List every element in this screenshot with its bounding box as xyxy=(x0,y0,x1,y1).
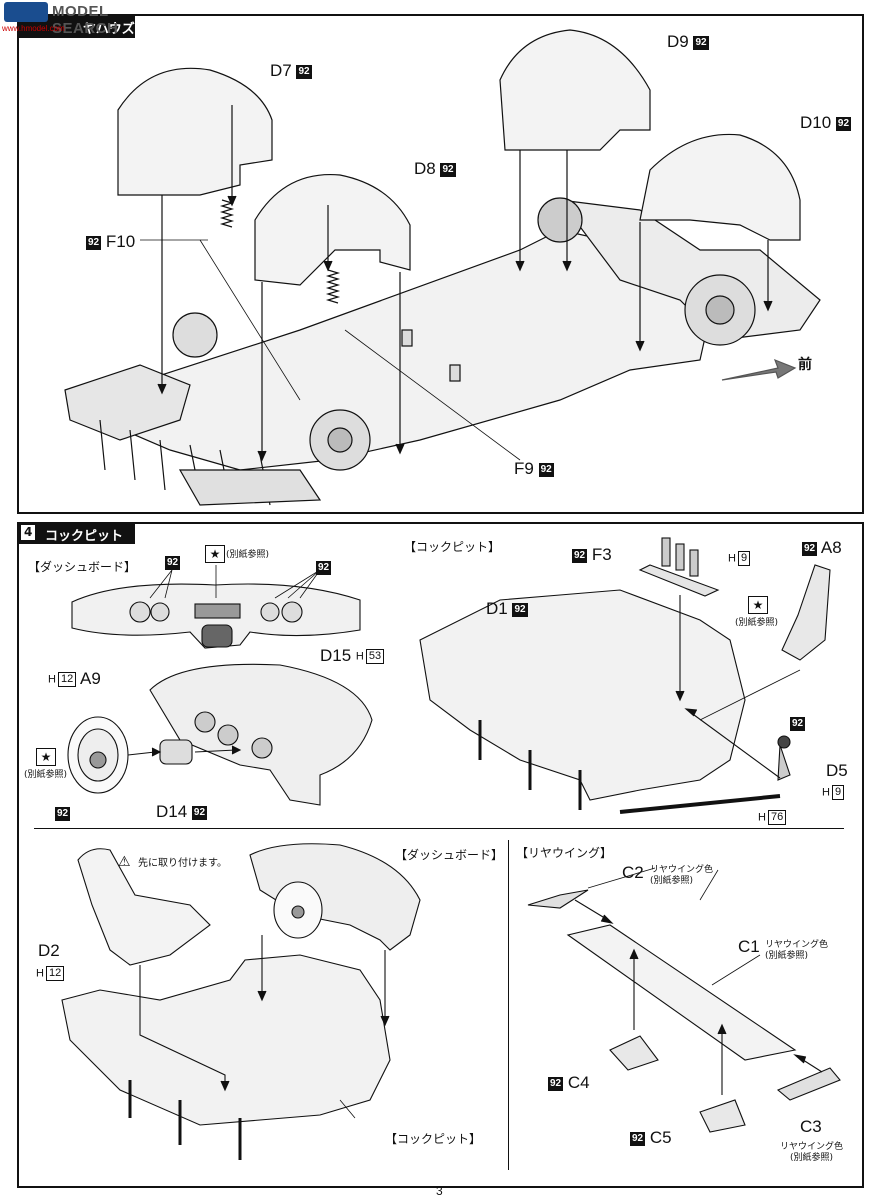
warning-icon: ⚠ xyxy=(118,854,131,870)
label-D8: D8 92 xyxy=(414,159,456,178)
label-C3: C3 xyxy=(800,1117,822,1136)
label-C5: 92 C5 xyxy=(630,1128,672,1147)
heading-cockpit: 【コックピット】 xyxy=(404,540,501,554)
section-4-title: コックピット xyxy=(45,529,124,544)
star-decal-icon: ★ xyxy=(748,596,768,614)
paint-92-badge: 92 xyxy=(296,64,312,79)
paint-92-badge: 92 xyxy=(86,235,102,250)
section-4-number: 4 xyxy=(21,525,36,540)
watermark-brand: MODEL SEARCH xyxy=(52,3,119,37)
paint-92-badge: 92 xyxy=(440,162,456,177)
label-F9: F9 92 xyxy=(514,459,554,478)
c2-color-note: リヤウイング色(別紙参照) xyxy=(650,865,714,886)
paint-92-badge: 92 xyxy=(835,116,852,131)
label-A8: 92 A8 xyxy=(802,538,842,557)
paint-92-badge: 92 xyxy=(538,462,554,477)
label-C2: C2 xyxy=(622,863,644,882)
heading-dashboard: 【ダッシュボード】 xyxy=(28,560,137,574)
d5-badge: 92 xyxy=(790,716,806,731)
heading-rearwing: 【リヤウイング】 xyxy=(516,846,613,860)
divider-vertical xyxy=(508,840,509,1170)
watermark-logo-icon xyxy=(4,2,48,22)
label-C1: C1 xyxy=(738,937,760,956)
label-F3: 92 F3 xyxy=(572,545,612,564)
divider-horizontal xyxy=(34,828,844,829)
label-D1: D1 92 xyxy=(486,599,528,618)
attach-first-note: 先に取り付けます。 xyxy=(138,858,227,869)
label-D5: D5 xyxy=(826,761,848,780)
label-D14: D14 92 xyxy=(156,802,208,821)
dash-see-separate: (別紙参照) xyxy=(226,550,270,560)
c3-color-note: リヤウイング色(別紙参照) xyxy=(780,1142,844,1163)
label-F10: 92 F10 xyxy=(86,232,136,251)
chassis-illustration xyxy=(64,29,821,506)
label-D7: D7 92 xyxy=(270,61,312,80)
wheel-badge: 92 xyxy=(55,806,71,821)
wheel-see-separate: (別紙参照) xyxy=(24,770,68,780)
a8-see-separate: (別紙参照) xyxy=(735,618,779,628)
label-D10: D10 92 xyxy=(800,113,852,132)
forward-label: 前 xyxy=(798,357,812,373)
label-C4: 92 C4 xyxy=(548,1073,590,1092)
heading-dashboard-2: 【ダッシュボード】 xyxy=(395,848,504,862)
c1-color-note: リヤウイング色(別紙参照) xyxy=(765,940,829,961)
label-D9: D9 92 xyxy=(667,32,709,51)
dash-badge-right: 92 xyxy=(316,560,332,575)
heading-cockpit-2: 【コックピット】 xyxy=(385,1132,482,1146)
watermark-site: www.hmodel.com xyxy=(2,24,65,33)
star-decal-icon: ★ xyxy=(36,748,56,766)
dash-badge-left: 92 xyxy=(165,555,181,570)
watermark: MODEL SEARCH www.hmodel.com xyxy=(0,0,160,37)
label-D2: D2 xyxy=(38,941,60,960)
section-4-title-tab: 4 コックピット xyxy=(17,522,135,544)
paint-92-badge: 92 xyxy=(693,35,709,50)
section-3-title: ヤハウズ xyxy=(83,22,135,37)
star-decal-icon: ★ xyxy=(205,545,225,563)
page-number: 3 xyxy=(436,1184,443,1198)
